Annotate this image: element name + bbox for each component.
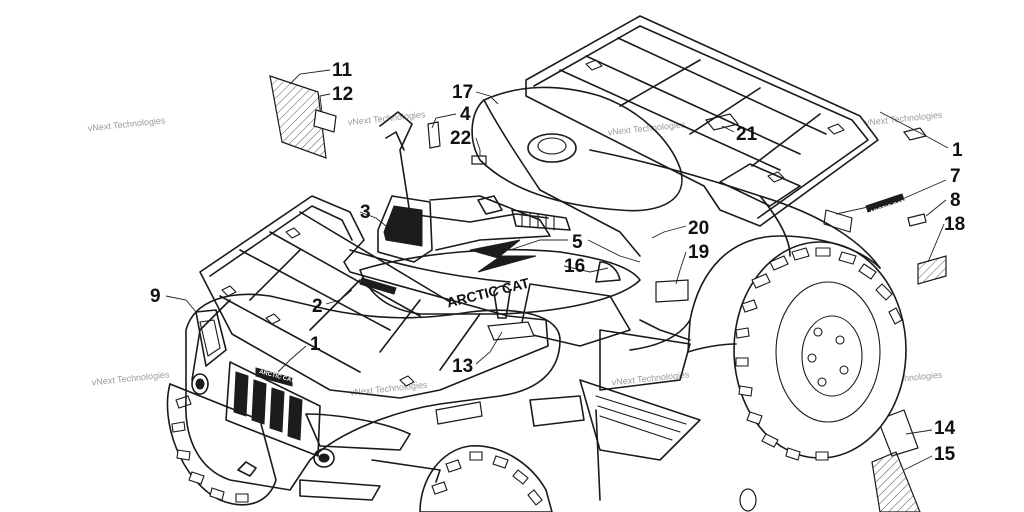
callout-20: 20 <box>688 218 709 239</box>
seat-and-tank <box>471 86 683 257</box>
hood: ARCTIC CAT <box>359 239 641 315</box>
decal-12 <box>313 109 337 133</box>
decal-21 <box>704 113 740 131</box>
front-rack <box>199 195 549 399</box>
callout-5: 5 <box>572 232 583 253</box>
rear-wheel <box>733 241 907 461</box>
callout-1-rear: 1 <box>952 140 963 161</box>
leader-lines <box>165 69 949 471</box>
callout-17: 17 <box>452 82 473 103</box>
callout-8: 8 <box>950 190 961 211</box>
decal-19 <box>655 279 689 303</box>
callout-14: 14 <box>934 418 956 439</box>
decal-18 <box>917 255 947 285</box>
callout-15: 15 <box>934 444 956 465</box>
callout-1-front: 1 <box>310 334 321 355</box>
callout-16: 16 <box>564 256 585 277</box>
watermark: vNext Technologies <box>91 369 170 387</box>
callout-11: 11 <box>332 60 353 81</box>
lower-body <box>435 283 701 501</box>
callout-labels: 11 12 4 22 17 21 1 7 8 18 3 20 5 19 16 9… <box>150 60 965 465</box>
callout-19: 19 <box>688 242 709 263</box>
callout-21: 21 <box>736 124 758 145</box>
callout-2: 2 <box>312 296 323 317</box>
decal-8 <box>907 213 927 227</box>
front-wheels <box>166 382 553 512</box>
callout-18: 18 <box>944 214 965 235</box>
callout-4: 4 <box>460 104 471 125</box>
decal-11 <box>269 75 327 159</box>
rear-rack <box>525 15 879 227</box>
callout-13: 13 <box>452 356 473 377</box>
watermark: vNext Technologies <box>611 369 690 387</box>
callout-3: 3 <box>360 202 371 223</box>
handlebar-console <box>349 111 571 283</box>
watermark: vNext Technologies <box>347 109 426 127</box>
decal-oval <box>739 488 757 512</box>
decal-4 <box>427 121 441 149</box>
callout-7: 7 <box>950 166 961 187</box>
callout-22: 22 <box>450 128 471 149</box>
callout-9: 9 <box>150 286 161 307</box>
rear-body <box>589 149 881 353</box>
callout-12: 12 <box>332 84 353 105</box>
decal-15 <box>871 451 921 512</box>
decal-14 <box>877 409 919 457</box>
watermark: vNext Technologies <box>87 115 166 133</box>
